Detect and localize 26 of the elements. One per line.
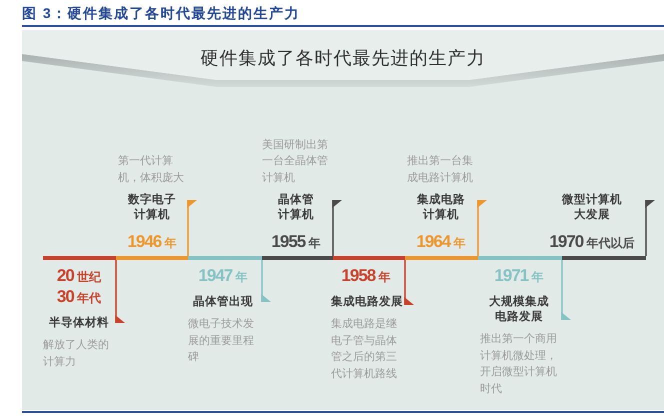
milestone-description: 美国研制出第一台全晶体管计算机 <box>262 138 329 186</box>
milestone-description: 解放了人类的计算力 <box>43 338 110 370</box>
milestone-title: 晶体管计算机 <box>278 193 314 223</box>
year-label: 1970 年代以后 <box>549 232 635 253</box>
milestone-title: 数字电子计算机 <box>128 193 176 223</box>
year-label: 1947 年 <box>198 266 248 287</box>
year-label: 1955 年 <box>271 232 321 253</box>
milestone-title: 微型计算机大发展 <box>562 193 622 223</box>
milestone-description: 推出第一台集成电路计算机 <box>407 154 474 186</box>
milestone-description: 微电子技术发展的重要里程碑 <box>188 317 255 365</box>
milestone-description: 推出第一个商用计算机微处理，开启微型计算机时代 <box>480 332 558 396</box>
milestone-title: 大规模集成电路发展 <box>489 295 549 325</box>
year-label: 1971 年 <box>494 266 544 287</box>
milestone-title: 集成电路计算机 <box>417 193 465 223</box>
milestone-title: 半导体材料 <box>49 316 109 331</box>
figure-title: 图 3：硬件集成了各时代最先进的生产力 <box>22 5 300 23</box>
year-label: 1964 年 <box>416 232 466 253</box>
milestone-description: 第一代计算机，体积庞大 <box>118 154 185 186</box>
year-label: 1958 年 <box>341 266 391 287</box>
milestone-description: 集成电路是继电子管与晶体管之后的第三代计算机路线 <box>331 317 398 382</box>
year-label: 1946 年 <box>127 232 177 253</box>
banner-heading: 硬件集成了各时代最先进的生产力 <box>200 47 486 70</box>
timeline-panel <box>22 30 664 410</box>
milestone-title: 集成电路发展 <box>331 295 403 310</box>
year-label: 20 世纪30 年代 <box>56 266 102 308</box>
milestone-title: 晶体管出现 <box>193 295 253 310</box>
